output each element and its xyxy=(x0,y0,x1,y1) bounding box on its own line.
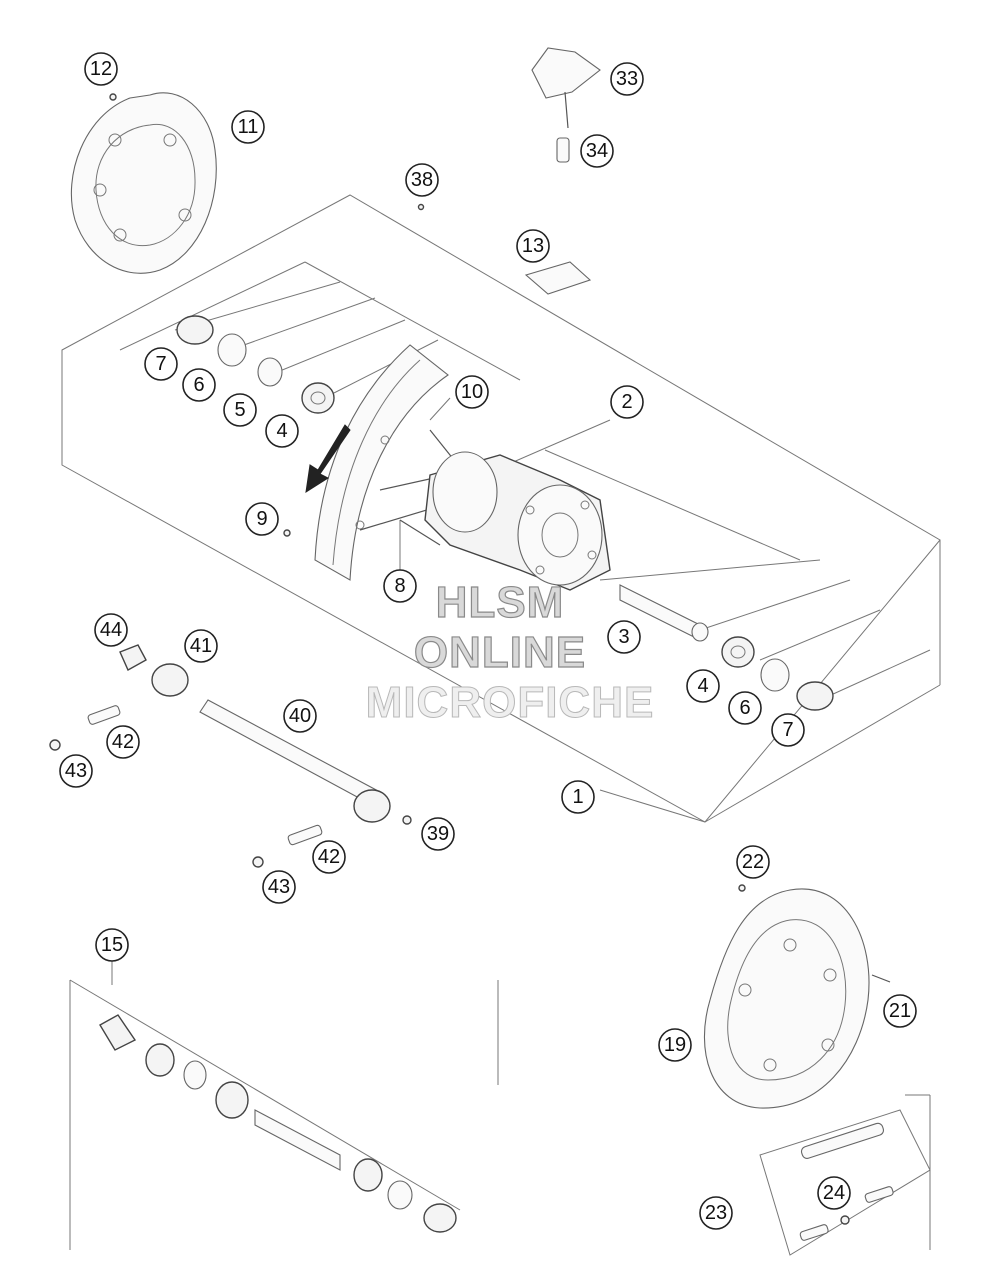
callout-label: 13 xyxy=(522,235,544,257)
watermark-line-2: ONLINE xyxy=(413,627,587,677)
callout-label: 15 xyxy=(101,934,123,956)
callout-43: 43 xyxy=(59,754,93,788)
leader-lines xyxy=(69,261,931,1250)
left-bearing-stack xyxy=(176,315,335,414)
callout-42: 42 xyxy=(106,725,140,759)
callout-43-lower: 43 xyxy=(262,870,296,904)
rear-sprocket xyxy=(703,884,891,1109)
valve-parts xyxy=(531,47,601,163)
callout-label: 39 xyxy=(427,823,449,845)
callout-label: 3 xyxy=(618,626,629,648)
callout-label: 42 xyxy=(112,731,134,753)
callout-label: 12 xyxy=(90,58,112,80)
callout-7: 7 xyxy=(144,347,178,381)
callout-label: 33 xyxy=(616,68,638,90)
callout-6-right: 6 xyxy=(728,691,762,725)
callout-label: 7 xyxy=(155,353,166,375)
callout-3: 3 xyxy=(607,620,641,654)
rim-segment xyxy=(314,344,449,581)
callout-label: 43 xyxy=(65,760,87,782)
callout-7-right: 7 xyxy=(771,713,805,747)
callout-label: 42 xyxy=(318,846,340,868)
callout-42-lower: 42 xyxy=(312,840,346,874)
drive-chain xyxy=(759,1109,931,1256)
callout-label: 22 xyxy=(742,851,764,873)
callout-38: 38 xyxy=(405,163,439,197)
callout-label: 38 xyxy=(411,169,433,191)
callout-label: 1 xyxy=(572,786,583,808)
callout-label: 44 xyxy=(100,619,122,641)
callout-label: 21 xyxy=(889,1000,911,1022)
callout-21: 21 xyxy=(883,994,917,1028)
callout-label: 4 xyxy=(276,420,287,442)
callout-33: 33 xyxy=(610,62,644,96)
callout-13: 13 xyxy=(516,229,550,263)
axle-assembly xyxy=(49,644,412,868)
callout-39: 39 xyxy=(421,817,455,851)
callout-12: 12 xyxy=(84,52,118,86)
callout-22: 22 xyxy=(736,845,770,879)
right-bearing-stack xyxy=(619,584,834,711)
callout-label: 9 xyxy=(256,508,267,530)
callout-15: 15 xyxy=(95,928,129,962)
callout-23: 23 xyxy=(699,1196,733,1230)
callout-label: 6 xyxy=(193,374,204,396)
callout-label: 5 xyxy=(234,399,245,421)
callout-label: 23 xyxy=(705,1202,727,1224)
brake-disc xyxy=(70,92,217,274)
callout-label: 41 xyxy=(190,635,212,657)
callout-11: 11 xyxy=(231,110,265,144)
callout-9: 9 xyxy=(245,502,279,536)
watermark-line-1: HLSM xyxy=(435,577,565,627)
callout-40: 40 xyxy=(283,699,317,733)
callout-label: 4 xyxy=(697,675,708,697)
callout-24: 24 xyxy=(817,1176,851,1210)
rim-label xyxy=(417,203,592,295)
callout-1: 1 xyxy=(561,780,595,814)
wheel-assembly-frame xyxy=(61,194,941,823)
callout-label: 24 xyxy=(823,1182,845,1204)
rotation-arrow xyxy=(305,424,351,494)
callout-label: 2 xyxy=(621,391,632,413)
hub-sub-assembly xyxy=(99,1014,457,1233)
callout-19: 19 xyxy=(658,1028,692,1062)
wheel-hub xyxy=(283,429,611,591)
callout-label: 8 xyxy=(394,575,405,597)
callout-label: 40 xyxy=(289,705,311,727)
callout-8: 8 xyxy=(383,569,417,603)
callout-label: 10 xyxy=(461,381,483,403)
callout-label: 7 xyxy=(782,719,793,741)
callout-4: 4 xyxy=(265,414,299,448)
callout-41: 41 xyxy=(184,629,218,663)
callout-label: 6 xyxy=(739,697,750,719)
callout-34: 34 xyxy=(580,134,614,168)
callout-label: 11 xyxy=(238,116,259,138)
callout-label: 43 xyxy=(268,876,290,898)
callout-label: 34 xyxy=(586,140,608,162)
callout-44: 44 xyxy=(94,613,128,647)
callout-10: 10 xyxy=(455,375,489,409)
callout-label: 19 xyxy=(664,1034,686,1056)
callout-4-right: 4 xyxy=(686,669,720,703)
callout-6: 6 xyxy=(182,368,216,402)
watermark-line-3: MICROFICHE xyxy=(365,678,655,728)
callout-5: 5 xyxy=(223,393,257,427)
callout-2: 2 xyxy=(610,385,644,419)
